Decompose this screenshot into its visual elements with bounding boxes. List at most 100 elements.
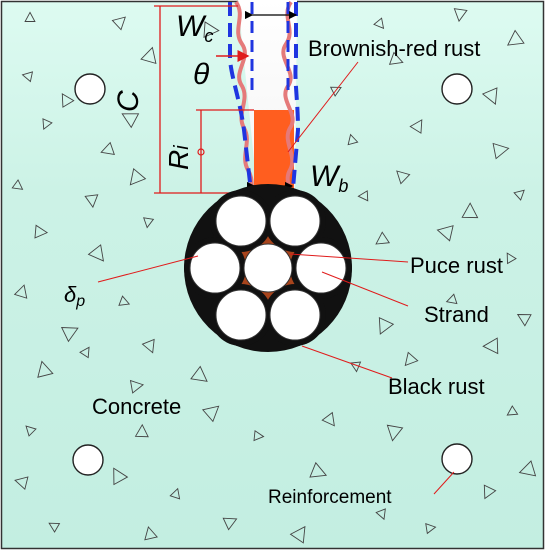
aggregate-triangle [118, 295, 131, 306]
reinforcement-bars [72, 73, 473, 476]
aggregate-triangle [222, 517, 238, 531]
aggregate-triangle [404, 351, 419, 367]
aggregate-triangle [518, 460, 537, 477]
aggregate-triangle [203, 21, 220, 39]
wire-bottom-left [215, 289, 267, 341]
aggregate-triangle [375, 231, 391, 245]
brownish-red-rust-label: Brownish-red rust [308, 36, 480, 61]
aggregate-triangle [87, 244, 105, 262]
aggregate-triangle [425, 523, 437, 535]
aggregate-triangle [141, 338, 155, 354]
aggregate-triangle [436, 225, 454, 242]
aggregate-triangle [60, 327, 79, 343]
aggregate-triangle [321, 411, 335, 427]
aggregate-triangle [140, 46, 157, 65]
aggregate-triangle [61, 93, 75, 108]
wire-top-left [215, 195, 267, 247]
aggregate-triangle [129, 168, 147, 186]
aggregate-triangle [461, 202, 479, 219]
aggregate-triangle [347, 133, 359, 146]
aggregate-triangle [79, 346, 90, 359]
aggregate-triangle [121, 113, 140, 129]
aggregate-triangle [375, 508, 386, 521]
leader-strand [321, 271, 409, 307]
aggregate-triangle [357, 190, 369, 202]
black-rust-label: Black rust [388, 374, 485, 399]
aggregate-triangle [11, 179, 24, 190]
aggregate-triangle [13, 284, 28, 299]
puce-rust-label: Puce rust [410, 253, 503, 278]
dashed-boundary-right [290, 2, 301, 201]
aggregate-triangle [25, 425, 37, 437]
aggregate-triangle [481, 87, 498, 105]
aggregate-triangle [396, 170, 411, 185]
wire-left [189, 242, 241, 294]
ri-label: Ri [163, 145, 194, 170]
aggregate-triangle [24, 11, 36, 22]
aggregate-triangle [37, 360, 54, 378]
aggregate-triangle [445, 293, 458, 305]
reinforcement-label: Reinforcement [268, 487, 392, 508]
aggregate-triangle [329, 86, 342, 97]
wb-label: Wb [310, 160, 348, 196]
aggregate-triangle [21, 71, 34, 83]
aggregate-triangle [513, 189, 525, 201]
aggregate-triangle [129, 379, 145, 394]
wire-bottom-right [269, 289, 321, 341]
aggregate-triangle [134, 423, 149, 438]
aggregate-triangle [506, 405, 519, 416]
wire-top-right [269, 195, 321, 247]
aggregate-triangle [34, 224, 49, 239]
rebar-top-right [441, 73, 473, 105]
aggregate-triangle [14, 476, 29, 491]
aggregate-triangle [84, 194, 99, 209]
aggregate-triangle [111, 16, 126, 31]
aggregate-triangle [100, 141, 115, 156]
leader-puce-rust [289, 253, 409, 263]
wc-label: Wc [176, 10, 213, 46]
aggregate-triangle [453, 8, 468, 23]
leader-black-rust [301, 345, 393, 379]
concrete-label: Concrete [92, 394, 181, 419]
aggregate-triangle [253, 429, 265, 442]
aggregate-triangle [144, 526, 158, 541]
theta-label: θ [193, 58, 210, 91]
aggregate-triangle [373, 17, 385, 30]
ri-marker [197, 148, 205, 156]
aggregate-triangles [11, 8, 537, 544]
c-label: C [112, 90, 145, 112]
aggregate-triangle [409, 119, 423, 134]
aggregate-triangle [289, 525, 306, 544]
rebar-bottom-right [441, 443, 473, 475]
delta-p-label: δp [64, 282, 85, 310]
aggregate-triangle [48, 522, 61, 533]
strand-label: Strand [424, 302, 489, 327]
aggregate-triangle [113, 467, 129, 486]
aggregate-triangle [483, 484, 497, 500]
strand-wires [189, 195, 347, 341]
rebar-bottom-left [72, 444, 104, 476]
aggregate-triangle [349, 361, 362, 373]
aggregate-triangle [506, 252, 517, 265]
aggregate-triangle [482, 337, 499, 355]
aggregate-triangle [386, 424, 404, 442]
leader-delta-p [97, 255, 199, 283]
aggregate-triangle [507, 29, 525, 46]
aggregate-triangle [516, 314, 532, 327]
leader-reinforcement [433, 471, 455, 495]
aggregate-triangle [42, 118, 53, 130]
rebar-top-left [74, 73, 106, 105]
aggregate-triangle [190, 365, 208, 382]
aggregate-triangle [143, 217, 155, 229]
dashed-boundary-left [228, 2, 254, 201]
strand-assembly [184, 184, 352, 352]
aggregate-triangle [492, 142, 510, 160]
aggregate-triangle [388, 51, 404, 65]
leader-brownish-red-rust [287, 61, 359, 153]
aggregate-triangle [309, 461, 328, 478]
wire-center [243, 243, 293, 293]
aggregate-triangle [378, 317, 395, 335]
wire-right [295, 242, 347, 294]
aggregate-triangle [169, 487, 181, 500]
